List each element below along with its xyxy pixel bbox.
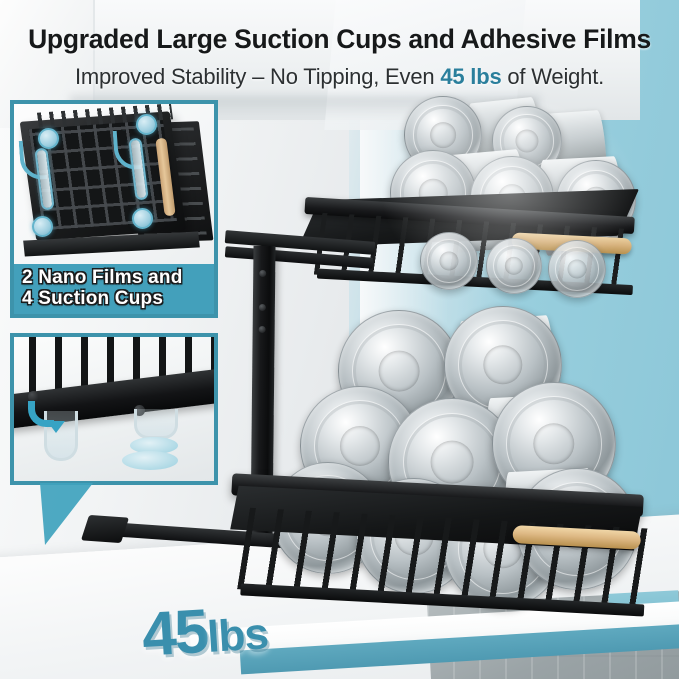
post-screw-icon [258,303,266,312]
suction-cup-icon [38,128,59,149]
inset-illustration [14,104,214,264]
frame-knob-icon [28,391,39,402]
inset-caption-line-2: 4 Suction Cups [22,288,164,309]
inset-adhesive-film-detail [10,333,218,485]
page-subtitle: Improved Stability – No Tipping, Even 45… [0,64,679,90]
bottom-tier-basket [223,464,657,635]
subtitle-text-after: of Weight. [501,64,605,89]
dumbbell-face [486,238,542,294]
inset-pointer-triangle [40,483,93,545]
inset-caption-line-1: 2 Nano Films and [22,267,183,289]
suction-cup-icon [136,114,157,135]
subtitle-weight-highlight: 45 lbs [440,64,502,89]
curved-arrow-icon [28,401,65,433]
inset-caption: 2 Nano Films and 4 Suction Cups [14,264,214,314]
page-title: Upgraded Large Suction Cups and Adhesive… [28,24,651,54]
subtitle-text-before: Improved Stability – No Tipping, Even [74,64,441,89]
suction-cup-icon [130,437,178,454]
weight-unit: lbs [205,609,270,662]
inset-nano-films-suction-cups: 2 Nano Films and 4 Suction Cups [10,100,218,318]
suction-cup-icon [122,451,178,470]
weight-value: 45 [140,596,210,670]
dumbbell-face [420,232,478,290]
suction-cup-icon [132,208,153,229]
dumbbell-face [548,240,606,298]
post-screw-icon [259,269,267,278]
post-screw-icon [258,325,266,334]
weight-callout: 45lbs [140,592,270,671]
suction-cup-icon [32,216,53,237]
nano-film-icon [134,409,178,439]
